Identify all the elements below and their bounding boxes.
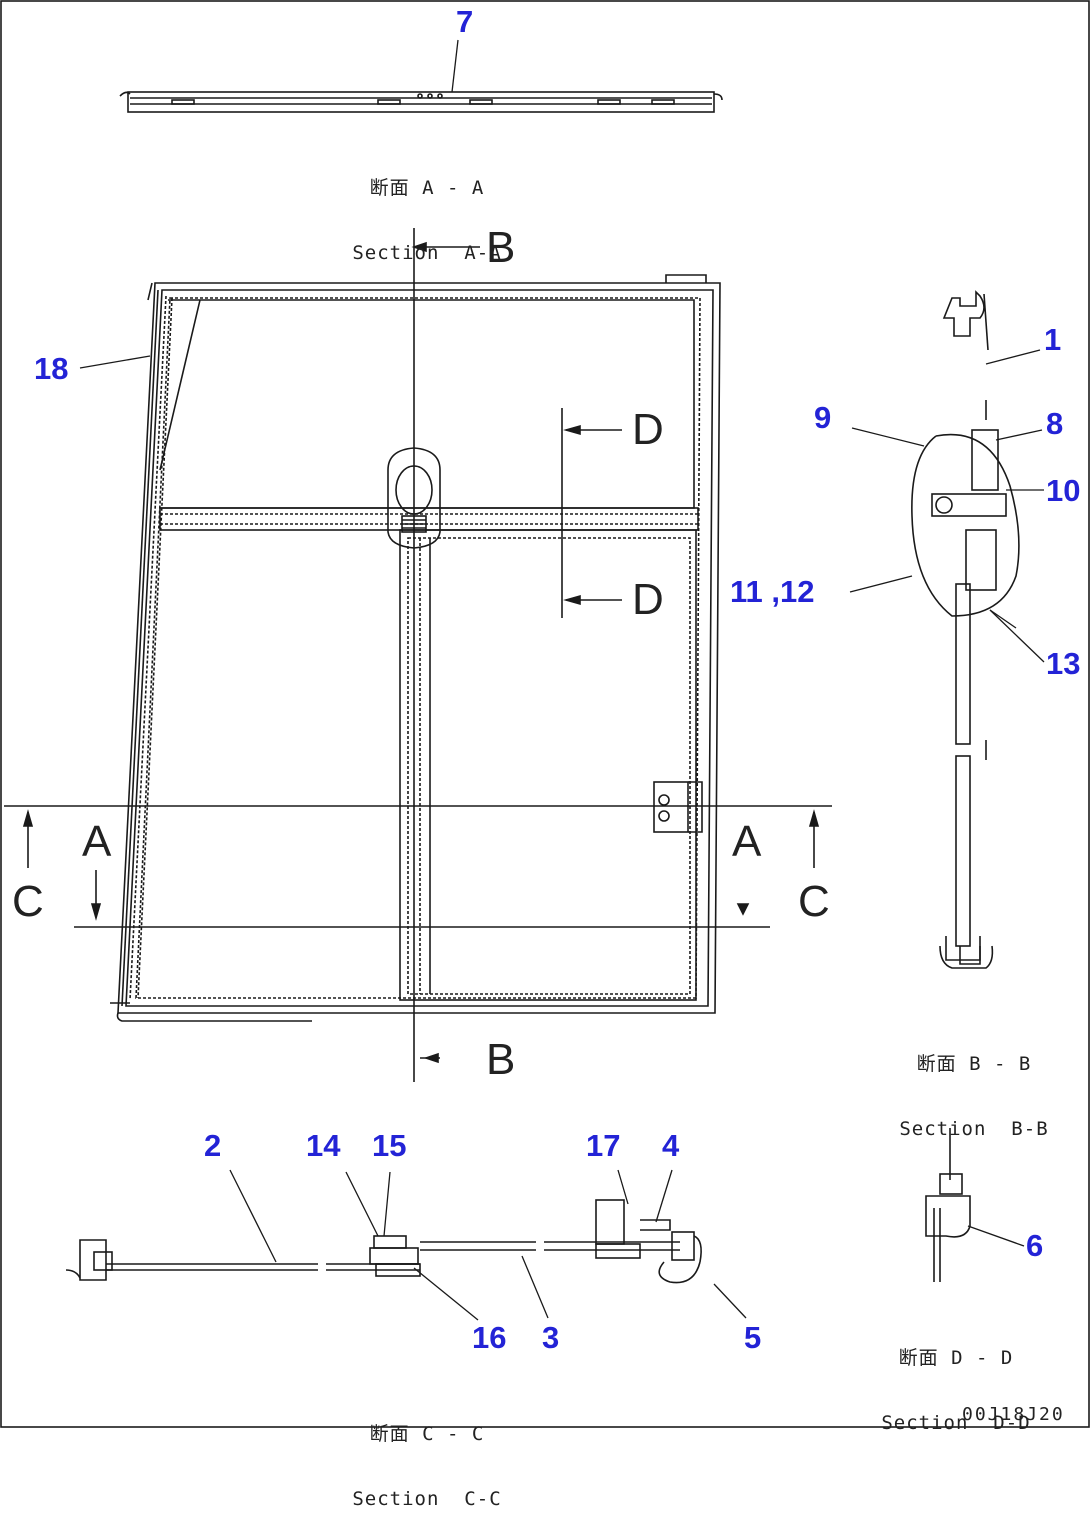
section-cc-view	[65, 1199, 702, 1284]
callout-1: 1	[1044, 322, 1062, 357]
drawing-border	[0, 0, 1090, 1428]
marker-d-bottom: D	[632, 575, 664, 624]
caption-section-bb-en: Section B-B	[899, 1118, 1049, 1141]
caption-section-cc-en: Section C-C	[352, 1488, 502, 1511]
caption-section-cc: 断面 C - C Section C-C	[352, 1380, 502, 1533]
callout-9: 9	[814, 400, 832, 435]
section-aa-view	[119, 91, 723, 113]
marker-b-bottom: B	[486, 1035, 516, 1084]
section-bb-view	[911, 290, 1020, 969]
transom-rail	[159, 507, 699, 531]
caption-section-bb: 断面 B - B Section B-B	[894, 1010, 1054, 1163]
caption-section-bb-jp: 断面 B - B	[916, 1052, 1032, 1075]
callout-13: 13	[1046, 646, 1081, 681]
callout-6: 6	[1026, 1228, 1044, 1263]
upper-glass-pane	[159, 299, 695, 509]
section-line-b-b	[411, 228, 480, 1082]
callout-11-12: 11 ,12	[730, 574, 815, 609]
caption-section-aa-en: Section A-A	[352, 242, 502, 265]
callout-3: 3	[542, 1320, 560, 1355]
section-line-a-a	[4, 805, 832, 921]
marker-c-right: C	[798, 877, 830, 926]
caption-section-dd: 断面 D - D Section D-D	[878, 1304, 1034, 1457]
callout-2: 2	[204, 1128, 222, 1163]
section-dd-view	[925, 1128, 971, 1282]
callout-17: 17	[586, 1128, 621, 1163]
callout-18: 18	[34, 351, 69, 386]
caption-section-aa: 断面 A - A Section A-A	[352, 134, 502, 287]
document-number: 00J18J20	[962, 1404, 1065, 1425]
leader-lines	[79, 39, 1045, 1321]
window-assembly-drawing	[0, 0, 1090, 1428]
marker-a-left: A	[82, 817, 112, 866]
caption-section-dd-jp: 断面 D - D	[898, 1346, 1014, 1369]
sliding-sash	[399, 529, 697, 1001]
marker-c-left: C	[12, 877, 44, 926]
marker-a-right: A	[732, 817, 762, 866]
callout-4: 4	[662, 1128, 680, 1163]
callout-10: 10	[1046, 473, 1081, 508]
marker-d-top: D	[632, 405, 664, 454]
callout-16: 16	[472, 1320, 507, 1355]
marker-b-top: B	[486, 223, 516, 272]
caption-section-cc-jp: 断面 C - C	[369, 1422, 485, 1445]
callout-7: 7	[456, 4, 474, 39]
callout-14: 14	[306, 1128, 341, 1163]
window-frame	[110, 274, 721, 1022]
callout-15: 15	[372, 1128, 407, 1163]
section-line-c-c	[22, 809, 820, 928]
left-slanted-sash	[121, 289, 173, 1007]
section-line-d-d	[561, 408, 622, 618]
caption-section-aa-jp: 断面 A - A	[369, 176, 485, 199]
callout-5: 5	[744, 1320, 762, 1355]
side-lock	[653, 781, 703, 833]
callout-8: 8	[1046, 406, 1064, 441]
